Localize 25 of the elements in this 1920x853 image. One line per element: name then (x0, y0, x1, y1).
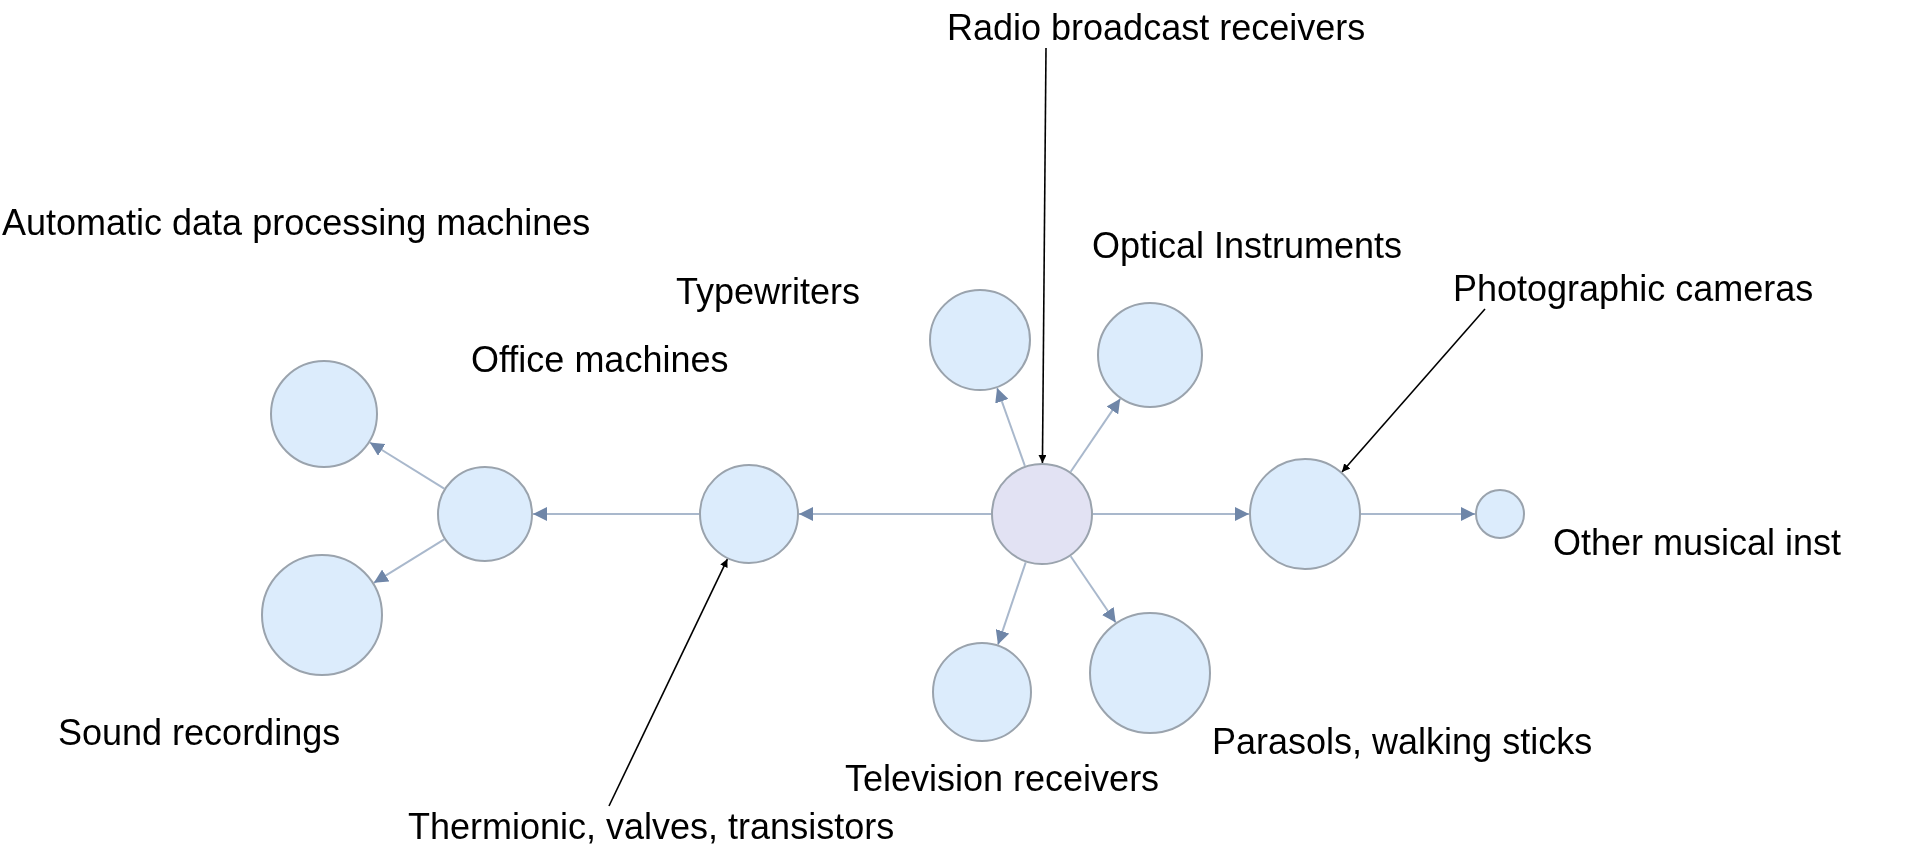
arrow (995, 387, 1026, 467)
arrow (372, 538, 446, 584)
leader-arrow (1038, 47, 1047, 464)
node-caption: Typewriters (676, 271, 861, 312)
leader-arrow (1341, 308, 1486, 473)
leader-arrow (608, 558, 729, 807)
arrow (798, 507, 992, 521)
node-caption: Automatic data processing machines (2, 202, 591, 243)
arrow (1092, 507, 1250, 521)
arrow (1360, 507, 1476, 521)
arrow (1069, 555, 1117, 624)
node-label: Radio broadcast receivers (947, 7, 1366, 48)
node-caption: Optical Instruments (1092, 225, 1403, 266)
node-caption: Sound recordings (58, 712, 341, 753)
arrow (532, 507, 700, 521)
node-caption: Other musical inst (1553, 522, 1842, 563)
circle-node (1475, 489, 1525, 539)
arrow (995, 561, 1027, 646)
node-caption: Parasols, walking sticks (1212, 721, 1593, 762)
node-caption: Office machines (471, 339, 729, 380)
node-label: Thermionic, valves, transistors (408, 806, 895, 847)
arrow (368, 441, 446, 490)
node-label: Photographic cameras (1453, 268, 1814, 309)
arrow (1069, 397, 1122, 473)
node-caption: Television receivers (845, 758, 1160, 799)
